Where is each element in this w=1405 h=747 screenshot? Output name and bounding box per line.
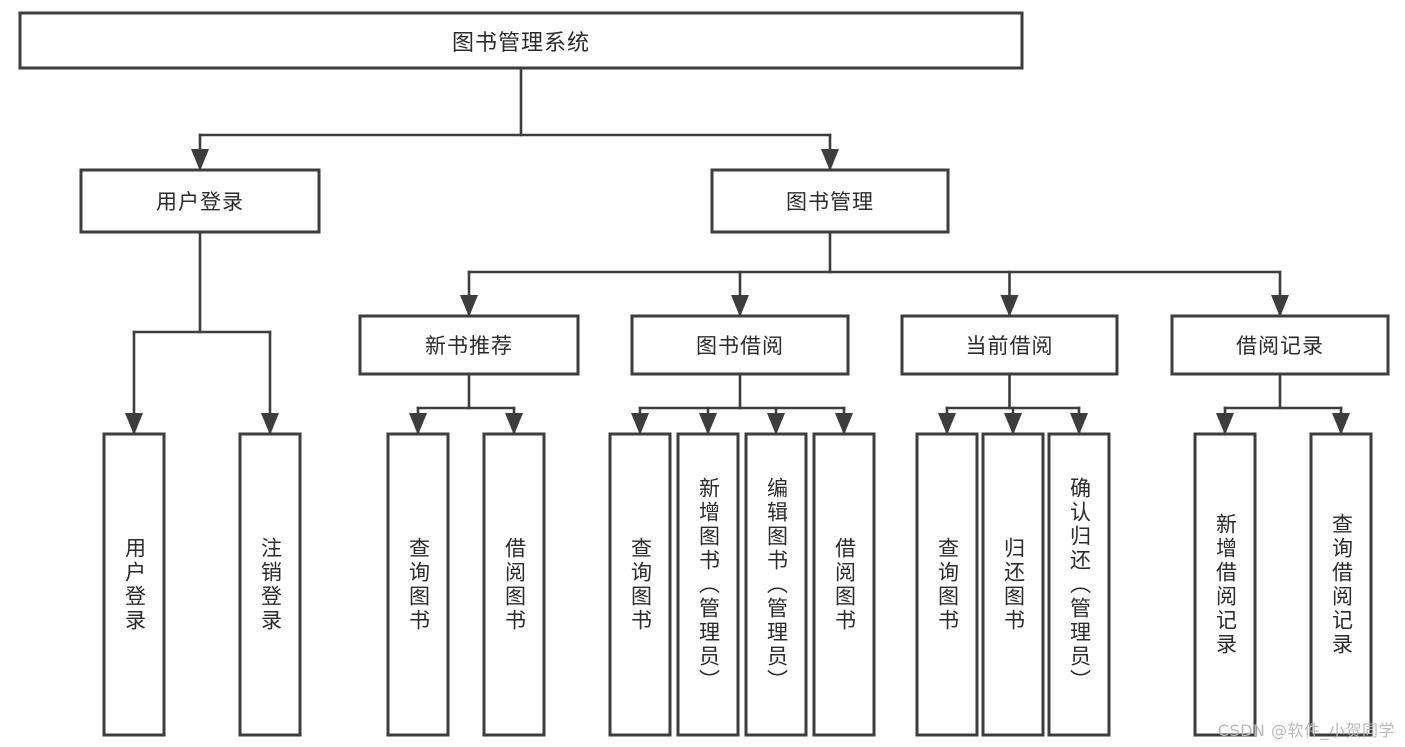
- node-root[interactable]: [18, 11, 1024, 70]
- arrow-head-icon-leaf-confirm-return: [1070, 413, 1088, 435]
- arrow-head-icon-leaf-logout: [261, 413, 279, 435]
- arrow-head-icon-new-book-rec: [460, 295, 478, 317]
- node-leaf-borrow-book-2[interactable]: [812, 432, 876, 737]
- node-leaf-return-book[interactable]: [981, 432, 1045, 737]
- arrow-head-icon-leaf-query-record: [1332, 413, 1350, 435]
- node-leaf-query-book-2[interactable]: [608, 432, 672, 737]
- node-leaf-query-book-3[interactable]: [915, 432, 979, 737]
- arrow-head-icon-book-manage: [821, 149, 839, 171]
- node-leaf-user-login[interactable]: [102, 432, 166, 737]
- node-book-manage[interactable]: [710, 168, 950, 234]
- arrow-head-icon-leaf-user-login: [125, 413, 143, 435]
- arrow-head-icon-current-borrow: [1000, 295, 1019, 317]
- arrow-head-icon-leaf-borrow-book-1: [505, 413, 523, 435]
- node-book-borrow[interactable]: [630, 314, 850, 376]
- node-borrow-record[interactable]: [1170, 314, 1390, 376]
- arrow-head-icon-book-borrow: [731, 295, 749, 317]
- node-current-borrow[interactable]: [900, 314, 1119, 376]
- boxes-layer: [18, 11, 1390, 737]
- node-leaf-query-book-1[interactable]: [386, 432, 450, 737]
- node-leaf-add-record[interactable]: [1193, 432, 1257, 737]
- node-user-login[interactable]: [79, 168, 321, 234]
- arrow-head-icon-user-login: [191, 149, 209, 171]
- arrow-head-icon-leaf-query-book-1: [409, 413, 427, 435]
- node-leaf-add-book[interactable]: [676, 432, 740, 737]
- node-leaf-query-record[interactable]: [1309, 432, 1373, 737]
- arrow-head-icon-leaf-add-record: [1216, 413, 1234, 435]
- node-leaf-edit-book[interactable]: [744, 432, 808, 737]
- node-leaf-borrow-book-1[interactable]: [482, 432, 546, 737]
- arrow-head-icon-leaf-query-book-2: [631, 413, 649, 435]
- arrow-head-icon-borrow-record: [1271, 295, 1289, 317]
- arrow-head-icon-leaf-borrow-book-2: [835, 413, 853, 435]
- arrow-head-icon-leaf-query-book-3: [938, 413, 956, 435]
- node-leaf-confirm-return[interactable]: [1047, 432, 1111, 737]
- arrow-head-icon-leaf-edit-book: [767, 413, 785, 435]
- arrow-head-icon-leaf-return-book: [1004, 413, 1022, 435]
- arrow-head-icon-leaf-add-book: [699, 413, 717, 435]
- node-new-book-rec[interactable]: [358, 314, 580, 376]
- edges-layer: [125, 66, 1350, 435]
- node-leaf-logout[interactable]: [238, 432, 302, 737]
